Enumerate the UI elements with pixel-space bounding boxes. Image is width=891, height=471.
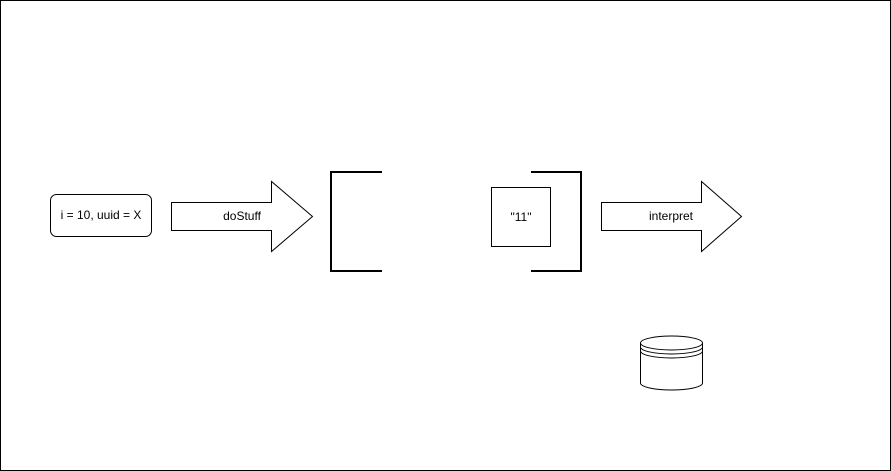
database-icon[interactable] [640, 335, 703, 391]
input-box[interactable]: i = 10, uuid = X [50, 194, 152, 237]
value-box[interactable]: "11" [491, 187, 551, 247]
value-box-label: "11" [511, 210, 532, 224]
input-box-label: i = 10, uuid = X [61, 208, 142, 222]
interpret-label: interpret [649, 209, 694, 223]
left-bracket [330, 171, 382, 272]
do-stuff-label: doStuff [223, 209, 261, 223]
interpret-arrow[interactable]: interpret [601, 180, 743, 253]
do-stuff-arrow[interactable]: doStuff [171, 180, 314, 253]
right-bracket [531, 171, 582, 272]
